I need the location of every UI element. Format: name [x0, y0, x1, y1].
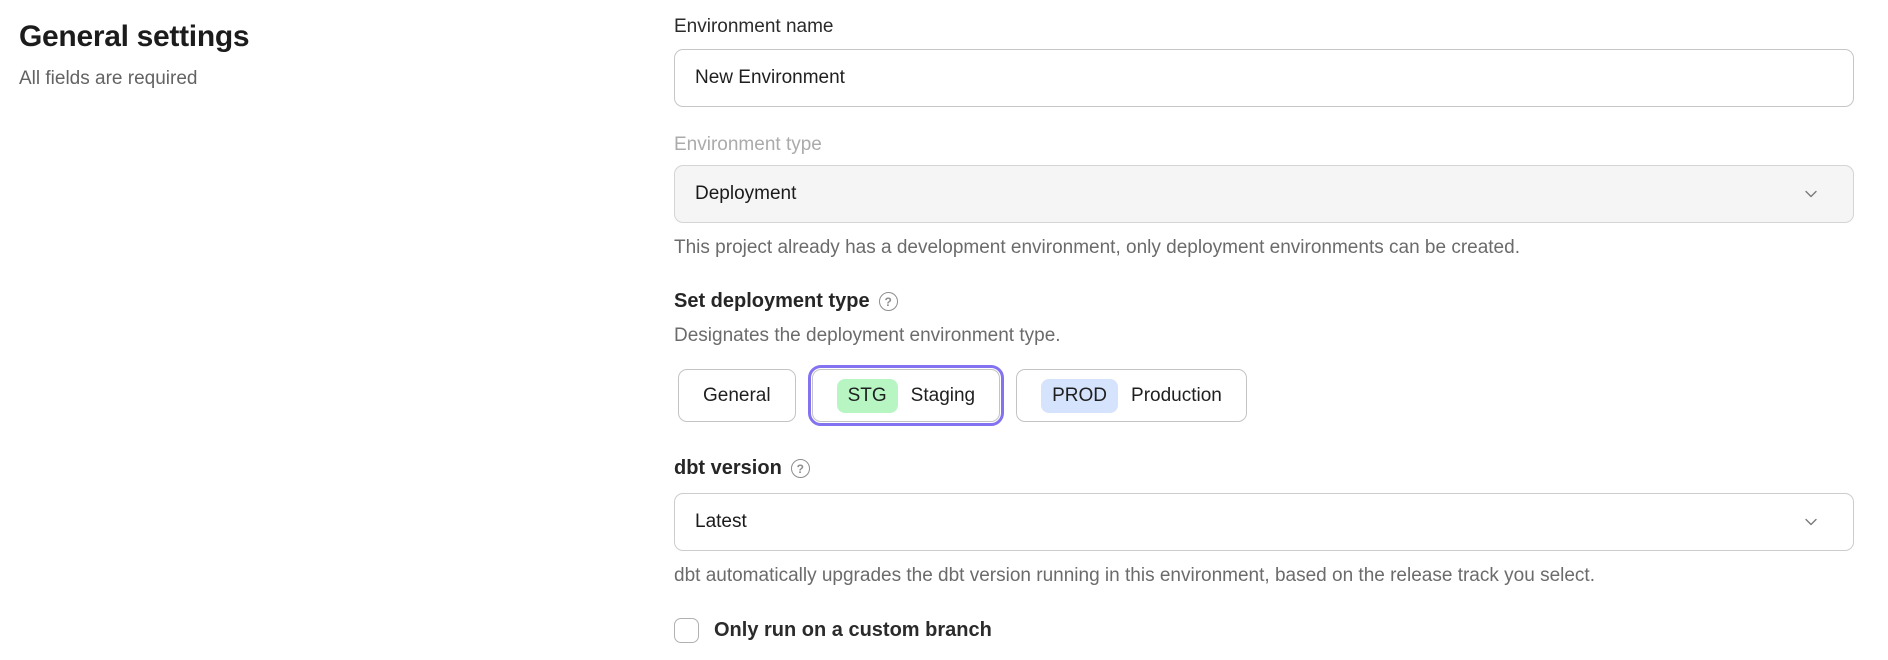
deployment-type-heading: Set deployment type ? [674, 290, 1854, 313]
dbt-version-heading-text: dbt version [674, 457, 782, 480]
custom-branch-row: Only run on a custom branch [674, 618, 1854, 643]
deployment-type-option-general-wrap: General [674, 365, 800, 426]
environment-type-select: Deployment [674, 165, 1854, 223]
production-button-label: Production [1131, 385, 1222, 407]
deployment-type-general-button[interactable]: General [678, 369, 796, 422]
environment-type-helper: This project already has a development e… [674, 237, 1854, 259]
help-icon[interactable]: ? [791, 459, 810, 478]
environment-form: Environment name Environment type Deploy… [674, 16, 1854, 643]
general-button-label: General [703, 385, 771, 407]
deployment-type-heading-text: Set deployment type [674, 290, 870, 313]
environment-type-value: Deployment [695, 183, 796, 205]
help-icon[interactable]: ? [879, 292, 898, 311]
deployment-type-staging-button[interactable]: STG Staging [812, 369, 1001, 422]
settings-header: General settings All fields are required [19, 20, 579, 90]
deployment-type-option-production-wrap: PROD Production [1012, 365, 1251, 426]
dbt-version-helper: dbt automatically upgrades the dbt versi… [674, 565, 1854, 587]
custom-branch-checkbox[interactable] [674, 618, 699, 643]
environment-type-label: Environment type [674, 134, 1854, 156]
dbt-version-heading: dbt version ? [674, 457, 1854, 480]
chevron-down-icon [1803, 186, 1819, 202]
custom-branch-label[interactable]: Only run on a custom branch [714, 619, 992, 642]
dbt-version-select[interactable]: Latest [674, 493, 1854, 551]
staging-button-label: Staging [911, 385, 975, 407]
deployment-type-description: Designates the deployment environment ty… [674, 325, 1854, 347]
chevron-down-icon [1803, 514, 1819, 530]
environment-name-label: Environment name [674, 16, 1854, 38]
prod-badge: PROD [1041, 379, 1118, 413]
deployment-type-options: General STG Staging PROD Production [674, 365, 1854, 426]
stg-badge: STG [837, 379, 898, 413]
deployment-type-option-staging-wrap: STG Staging [808, 365, 1005, 426]
deployment-type-production-button[interactable]: PROD Production [1016, 369, 1247, 422]
environment-name-input[interactable] [674, 49, 1854, 107]
dbt-version-value: Latest [695, 511, 747, 533]
page-subtitle: All fields are required [19, 68, 579, 90]
page-title: General settings [19, 20, 579, 54]
